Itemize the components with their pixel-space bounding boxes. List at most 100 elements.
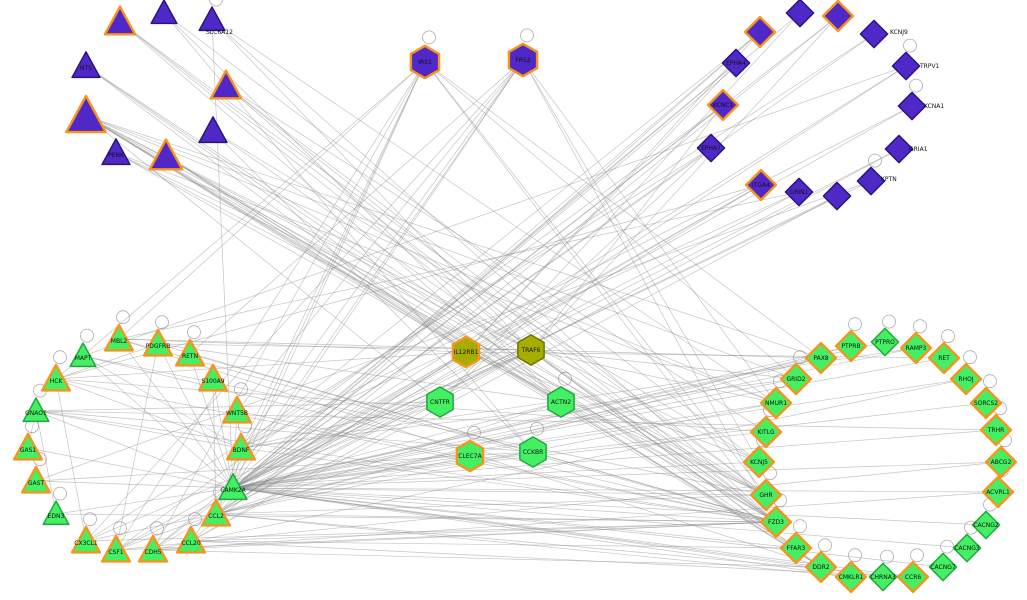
- triangle-shape: [175, 525, 207, 554]
- edge-EPHA4-CAMK2A: [232, 62, 737, 489]
- node-D13[interactable]: [822, 181, 852, 211]
- node-PTPRO[interactable]: PTPRO: [870, 327, 900, 357]
- node-IRS1[interactable]: IRS1: [409, 44, 441, 80]
- node-CACNG3[interactable]: CACNG3: [952, 533, 982, 563]
- edge-IRS1-CCL2: [215, 61, 426, 515]
- node-SORCS2[interactable]: SORCS2: [969, 386, 1003, 420]
- node-WNT5B[interactable]: WNT5B: [221, 395, 253, 424]
- node-TRHR[interactable]: TRHR: [979, 413, 1013, 447]
- node-PDGFRB[interactable]: PDGFRB: [142, 328, 174, 357]
- node-TL2[interactable]: [150, 0, 178, 25]
- node-KITLG[interactable]: KITLG: [749, 415, 783, 449]
- node-D3[interactable]: [821, 0, 855, 33]
- triangle-shape: [65, 94, 107, 134]
- node-CACNG7[interactable]: CACNG7: [928, 552, 958, 582]
- node-FRS2[interactable]: FRS2: [507, 42, 539, 78]
- node-ACVRL1[interactable]: ACVRL1: [981, 475, 1015, 509]
- edge-TL9-DDR2: [165, 155, 822, 568]
- diamond-shape: [785, 0, 815, 28]
- node-ITGA4[interactable]: ITGA4: [744, 168, 778, 202]
- node-CDH5[interactable]: CDH5: [137, 534, 169, 563]
- node-KCNJ9[interactable]: KCNJ9: [859, 19, 908, 49]
- node-CSF1[interactable]: CSF1: [100, 534, 132, 563]
- node-EPHA7[interactable]: EPHA7: [696, 133, 726, 163]
- node-SLC6A12[interactable]: SLC6A12: [198, 6, 233, 36]
- edge-CCR6-CAMK2A: [232, 487, 914, 578]
- node-label-GAST: GAST: [28, 480, 45, 487]
- node-TL1[interactable]: [103, 5, 137, 36]
- edge-ITGA4-IL12RB1: [465, 184, 762, 353]
- node-KCNJ5[interactable]: KCNJ5: [742, 445, 776, 479]
- diamond-shape: [822, 181, 852, 211]
- edge-NTS-ACTN2: [85, 65, 562, 403]
- node-ACTN2[interactable]: ACTN2: [547, 386, 575, 418]
- node-PENK[interactable]: PENK: [101, 138, 131, 166]
- node-RET[interactable]: RET: [927, 341, 961, 375]
- node-DDR2[interactable]: DDR2: [804, 550, 838, 584]
- node-ABCG2[interactable]: ABCG2: [984, 445, 1018, 479]
- node-label-CCL20: CCL20: [181, 540, 201, 547]
- node-KCNA1[interactable]: KCNA1: [897, 91, 944, 121]
- node-HCK[interactable]: HCK: [40, 363, 72, 392]
- node-MAPT[interactable]: MAPT: [69, 342, 97, 368]
- edge-CAMK2A-GAS1: [27, 447, 234, 489]
- node-RAMP3[interactable]: RAMP3: [899, 331, 933, 365]
- node-GAST[interactable]: GAST: [20, 465, 52, 494]
- node-TL6[interactable]: [65, 94, 107, 134]
- node-TL7[interactable]: [198, 116, 228, 144]
- diamond-shape: [979, 413, 1013, 447]
- edge-TL2-ACTN2: [163, 12, 562, 403]
- node-KCNC1[interactable]: KCNC1: [706, 88, 740, 122]
- node-EPHA4[interactable]: EPHA4: [721, 48, 751, 78]
- node-TRAF6[interactable]: TRAF6: [517, 334, 545, 366]
- node-CHRNA3[interactable]: CHRNA3: [868, 562, 898, 592]
- node-GRIN1[interactable]: GRIN1: [784, 177, 814, 207]
- self-loop-TRPV1: [903, 38, 917, 53]
- node-TL9[interactable]: [148, 138, 184, 171]
- edge-D2-CAMK2A: [232, 12, 801, 489]
- node-CCR6[interactable]: CCR6: [896, 560, 930, 594]
- node-CNTFR[interactable]: CNTFR: [426, 386, 454, 418]
- node-CX3CL1[interactable]: CX3CL1: [70, 525, 102, 554]
- node-CACNG2[interactable]: CACNG2: [971, 510, 1001, 540]
- node-EDN3[interactable]: EDN3: [42, 500, 70, 526]
- node-CLEC7A[interactable]: CLEC7A: [455, 439, 485, 473]
- node-CAMK2A[interactable]: CAMK2A: [218, 473, 248, 501]
- node-PTPRB[interactable]: PTPRB: [834, 329, 868, 363]
- edge-ITGA4-HCK: [55, 184, 762, 380]
- node-CCKBR[interactable]: CCKBR: [519, 436, 547, 468]
- node-GRID2[interactable]: GRID2: [779, 362, 813, 396]
- node-KPTN[interactable]: KPTN: [856, 166, 897, 196]
- edge-TL5-GHR: [225, 85, 767, 496]
- node-RHOJ[interactable]: RHOJ: [949, 362, 983, 396]
- node-D2[interactable]: [785, 0, 815, 28]
- node-PAX8[interactable]: PAX8: [804, 341, 838, 375]
- edge-TL1-ACTN2: [119, 21, 562, 403]
- edge-BDNF-GNAO1: [35, 410, 242, 449]
- node-IL12RB1[interactable]: IL12RB1: [451, 335, 481, 369]
- node-MBL2[interactable]: MBL2: [103, 323, 135, 352]
- node-GRIA1[interactable]: GRIA1: [884, 134, 928, 164]
- node-RETN[interactable]: RETN: [174, 338, 206, 367]
- node-FZD3[interactable]: FZD3: [759, 505, 793, 539]
- node-D1[interactable]: [743, 15, 777, 49]
- node-CCL20[interactable]: CCL20: [175, 525, 207, 554]
- node-TL5[interactable]: [209, 69, 243, 100]
- hexagon-shape: [519, 436, 547, 468]
- node-label-GAS1: GAS1: [20, 447, 37, 454]
- node-GNAO1[interactable]: GNAO1: [22, 397, 50, 423]
- node-CCL2[interactable]: CCL2: [200, 498, 232, 527]
- node-FFAR3[interactable]: FFAR3: [779, 531, 813, 565]
- node-label-TRAF6: TRAF6: [521, 347, 541, 354]
- node-GAS1[interactable]: GAS1: [12, 432, 44, 461]
- node-NTS[interactable]: NTS: [71, 51, 101, 79]
- node-TRPV1[interactable]: TRPV1: [891, 51, 940, 81]
- edge-CCKBR-GNAO1: [35, 410, 534, 453]
- node-BDNF[interactable]: BDNF: [225, 432, 257, 461]
- node-GHR[interactable]: GHR: [749, 478, 783, 512]
- node-CMKLR1[interactable]: CMKLR1: [834, 560, 868, 594]
- node-S100A9[interactable]: S100A9: [197, 363, 229, 392]
- node-label-PDGFRB: PDGFRB: [146, 343, 171, 350]
- node-label-CAMK2A: CAMK2A: [220, 487, 246, 494]
- node-NMUR1[interactable]: NMUR1: [759, 386, 793, 420]
